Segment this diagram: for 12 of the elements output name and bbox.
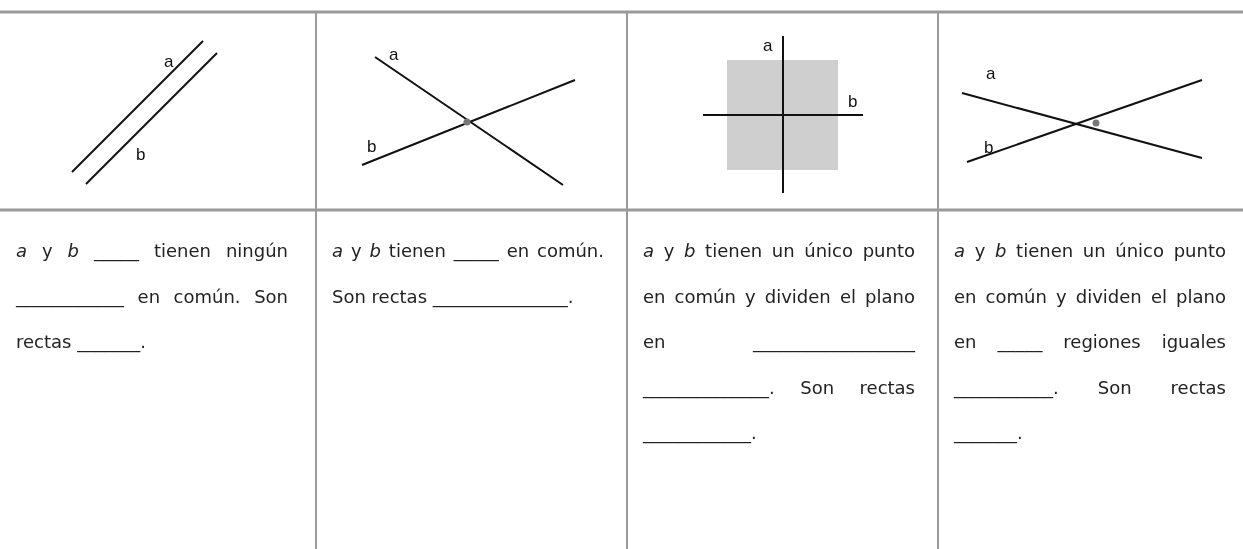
line-label: b xyxy=(848,92,858,111)
line-label: a xyxy=(763,36,773,55)
line-label: a xyxy=(389,45,399,64)
fill-in-sentence: a y b tienen _____ en común. Son rectas _______________. xyxy=(332,239,604,310)
line-label: a xyxy=(164,52,174,71)
fill-in-sentence: a y b tienen un único punto en común y dividen el plano en __________________ ______________. Son rectas ____________. xyxy=(643,239,915,446)
line-label: b xyxy=(984,138,994,157)
fill-in-sentence: a y b _____ tienen ningún ____________ en común. Son rectas _______. xyxy=(16,239,288,355)
line-label: a xyxy=(986,64,996,83)
fill-in-sentence: a y b tienen un único punto en común y dividen el plano en _____ regiones iguales ___________. Son rectas _______. xyxy=(954,239,1226,446)
line-label: b xyxy=(367,137,377,156)
line-label: b xyxy=(136,145,146,164)
